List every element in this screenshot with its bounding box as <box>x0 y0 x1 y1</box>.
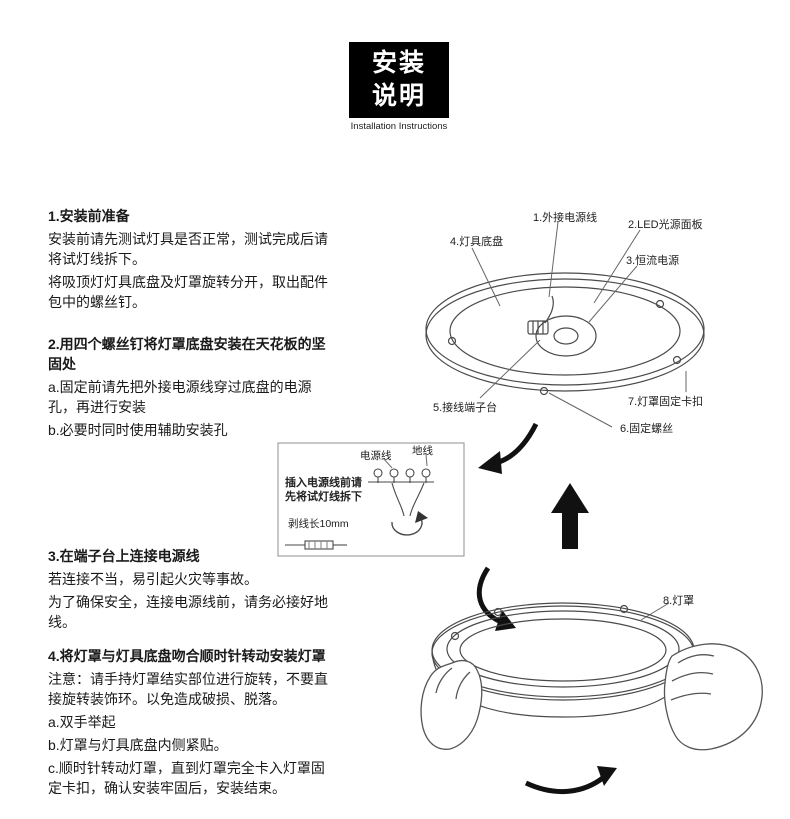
base-plate-diagram <box>425 272 705 396</box>
label-fixing-screw: 6.固定螺丝 <box>620 423 674 435</box>
rotate-arrow-head <box>597 766 617 786</box>
installation-badge: 安装 说明 <box>349 42 449 118</box>
badge-caption: Installation Instructions <box>350 121 448 132</box>
hands <box>420 643 763 751</box>
label-power-wire: 电源线 <box>360 450 392 462</box>
section-4-paragraph: c.顺时针转动灯罩，直到灯罩完全卡入灯罩固定卡扣，确认安装牢固后，安装结束。 <box>48 760 325 796</box>
section-cover-install: 4.将灯罩与灯具底盘吻合顺时针转动安装灯罩 注意：请手持灯罩结实部位进行旋转，不… <box>48 646 338 801</box>
label-lamp-cover: 8.灯罩 <box>663 595 695 607</box>
leader-lines <box>471 221 687 621</box>
right-hand <box>663 643 763 751</box>
section-1-heading: 1.安装前准备 <box>48 208 130 224</box>
left-hand <box>420 659 483 750</box>
badge-line2: 说明 <box>371 82 426 110</box>
section-wiring: 3.在端子台上连接电源线 若连接不当，易引起火灾等事故。 为了确保安全，连接电源… <box>48 546 338 635</box>
section-2-heading: 2.用四个螺丝钉将灯罩底盘安装在天花板的坚固处 <box>48 336 326 372</box>
section-4-paragraph: b.灯罩与灯具底盘内侧紧贴。 <box>48 737 228 753</box>
label-led-panel: 2.LED光源面板 <box>628 219 703 231</box>
arrow-to-detail-head <box>478 451 502 474</box>
section-mounting: 2.用四个螺丝钉将灯罩底盘安装在天花板的坚固处 a.固定前请先把外接电源线穿过底… <box>48 334 338 443</box>
section-3-paragraph: 为了确保安全，连接电源线前，请务必接好地线。 <box>48 594 328 630</box>
label-external-power-line: 1.外接电源线 <box>533 212 598 224</box>
label-lamp-base: 4.灯具底盘 <box>450 236 504 248</box>
terminal-detail-diagram <box>277 442 465 557</box>
detail-note-line2: 先将试灯线拆下 <box>285 491 362 503</box>
section-3-heading: 3.在端子台上连接电源线 <box>48 548 200 564</box>
detail-note-line1: 插入电源线前请 <box>285 477 362 489</box>
section-2-paragraph: a.固定前请先把外接电源线穿过底盘的电源孔，再进行安装 <box>48 379 312 415</box>
label-constant-current-driver: 3.恒流电源 <box>626 255 680 267</box>
section-1-paragraph: 将吸顶灯灯具底盘及灯罩旋转分开，取出配件包中的螺丝钉。 <box>48 274 328 310</box>
section-preparation: 1.安装前准备 安装前请先测试灯具是否正常，测试完成后请将试灯线拆下。 将吸顶灯… <box>48 206 338 315</box>
label-ground-wire: 地线 <box>412 445 433 457</box>
lift-up-arrow <box>551 483 589 549</box>
label-cover-clip: 7.灯罩固定卡扣 <box>628 396 704 408</box>
section-4-paragraph: 注意：请手持灯罩结实部位进行旋转，不要直接旋转装饰环。以免造成破损、脱落。 <box>48 671 328 707</box>
section-3-paragraph: 若连接不当，易引起火灾等事故。 <box>48 571 258 587</box>
label-strip-length: 剥线长10mm <box>288 518 349 530</box>
badge-line1: 安装 <box>371 49 426 77</box>
section-1-paragraph: 安装前请先测试灯具是否正常，测试完成后请将试灯线拆下。 <box>48 231 328 267</box>
section-4-heading: 4.将灯罩与灯具底盘吻合顺时针转动安装灯罩 <box>48 648 326 664</box>
section-2-paragraph: b.必要时同时使用辅助安装孔 <box>48 422 228 438</box>
section-4-paragraph: a.双手举起 <box>48 714 116 730</box>
label-terminal-block: 5.接线端子台 <box>433 402 498 414</box>
